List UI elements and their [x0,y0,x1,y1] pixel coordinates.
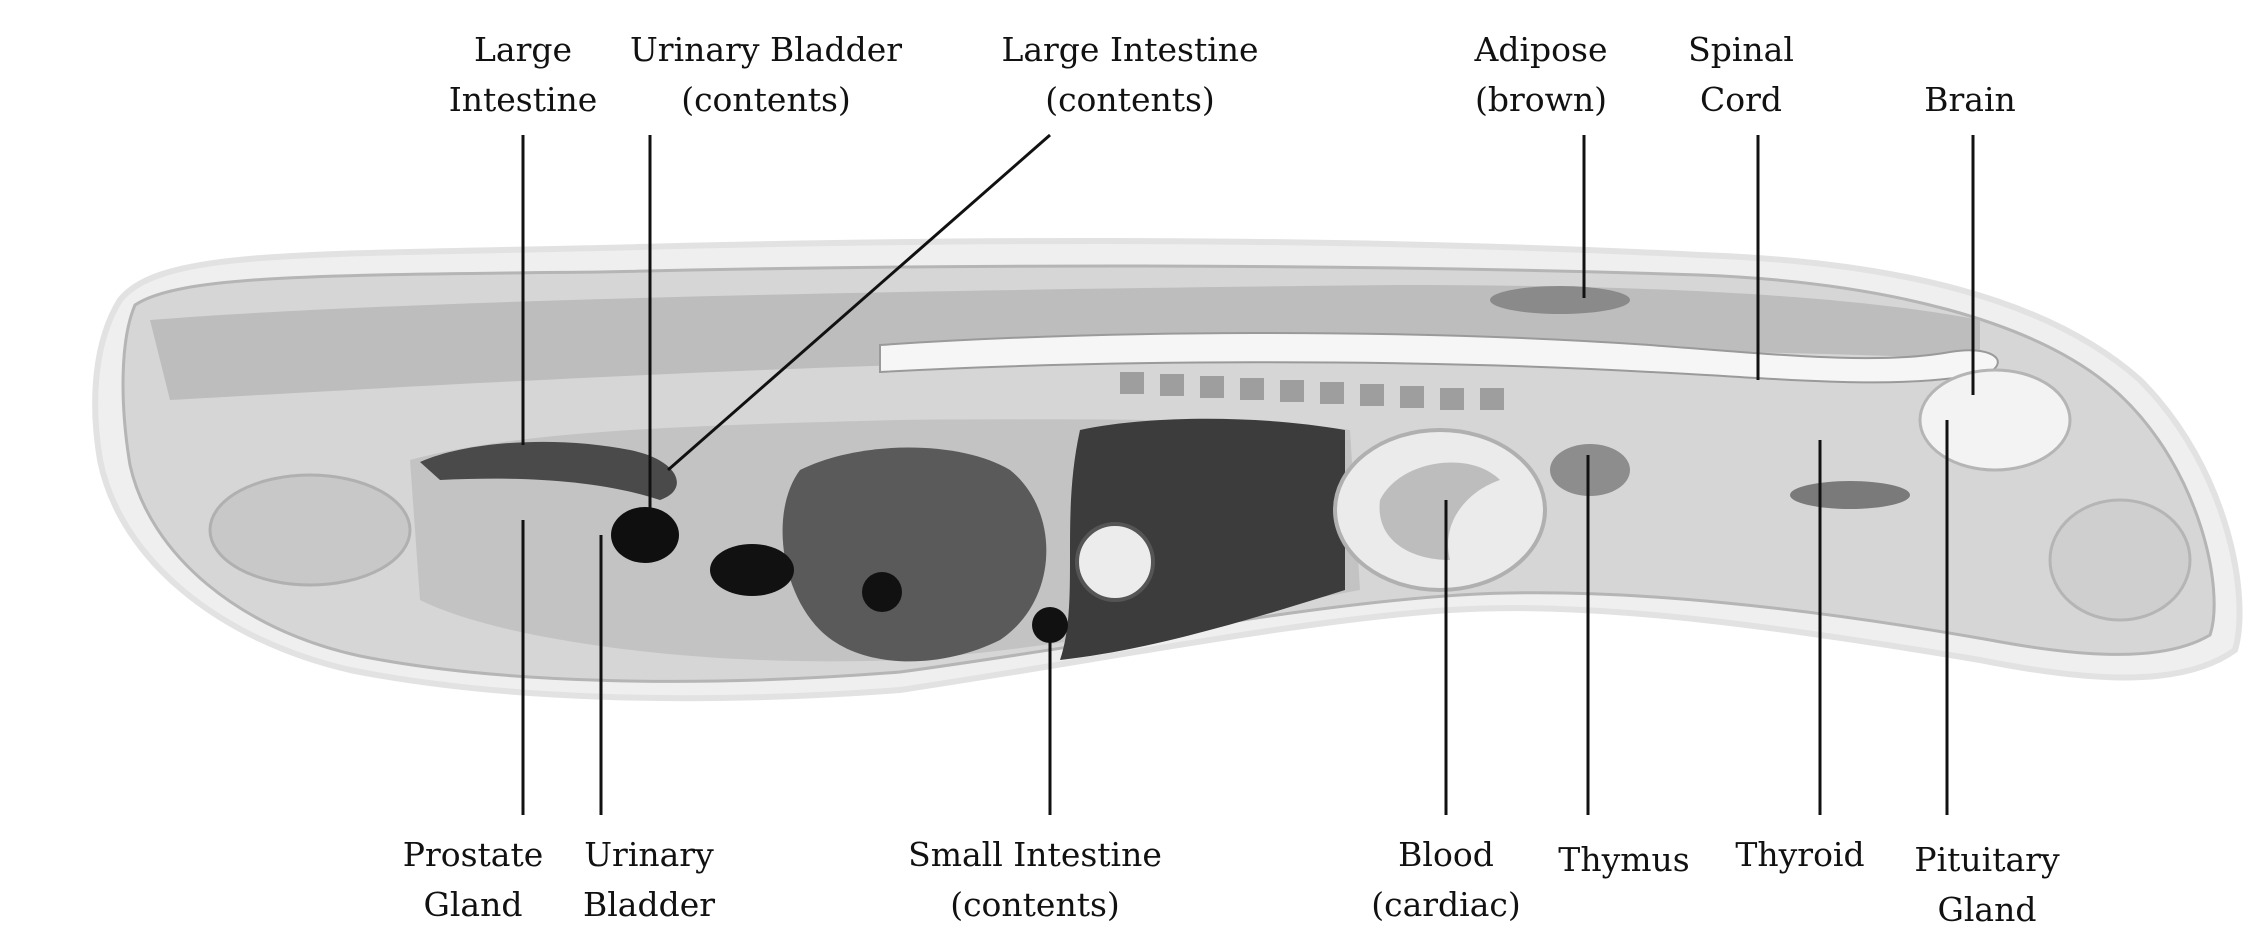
label-thyroid: Thyroid [1735,830,1864,880]
label-small-intestine-contents: Small Intestine(contents) [908,830,1162,930]
label-large-intestine-contents: Large Intestine(contents) [1001,25,1258,125]
label-brain: Brain [1924,75,2016,125]
leader-large-intestine-contents [668,135,1050,470]
label-adipose-brown: Adipose(brown) [1475,25,1608,125]
label-blood-cardiac: Blood(cardiac) [1371,830,1521,930]
label-urinary-bladder-contents: Urinary Bladder(contents) [630,25,902,125]
label-thymus: Thymus [1558,835,1689,885]
